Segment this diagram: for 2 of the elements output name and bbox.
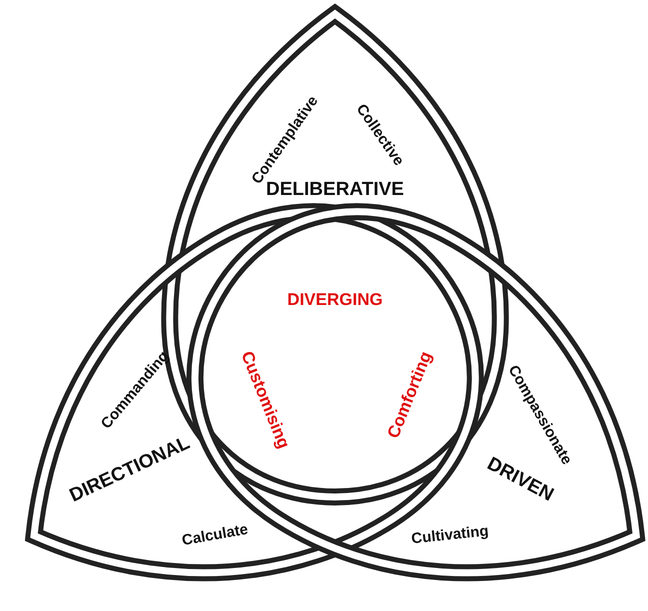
lobe-label: Cultivating (410, 522, 490, 548)
lobe-label: Calculate (180, 520, 250, 550)
